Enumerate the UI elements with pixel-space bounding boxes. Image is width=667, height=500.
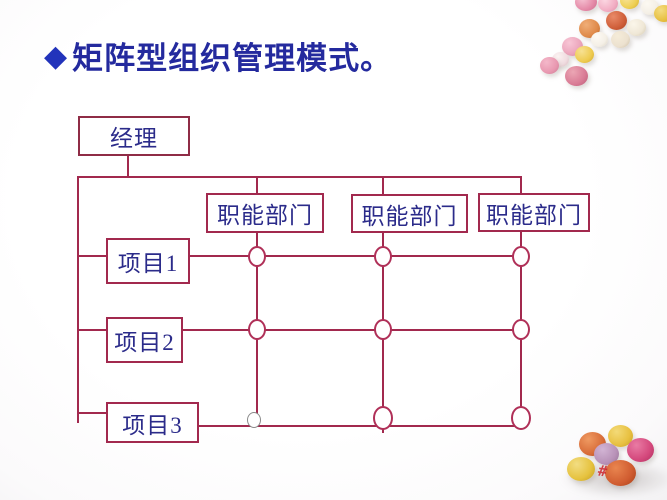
project-label: 项目2: [114, 330, 175, 355]
candy-egg: [608, 425, 633, 447]
candy-egg: [611, 31, 630, 48]
candy-egg: [606, 11, 627, 30]
connector-drop-dept2: [382, 176, 384, 194]
matrix-circle-r3c3: [511, 406, 531, 430]
connector-row-project3: [199, 425, 524, 427]
connector-row-project1: [190, 255, 522, 257]
dept-label: 职能部门: [361, 203, 458, 229]
candy-egg: [654, 5, 667, 22]
project-box-2: 项目2: [106, 317, 183, 363]
connector-stub-project3: [78, 412, 107, 414]
connector-drop-dept1: [256, 176, 258, 194]
dept-label: 职能部门: [217, 203, 313, 228]
candy-egg: [575, 46, 594, 63]
candy-egg: [598, 0, 618, 12]
connector-stub-project2: [78, 329, 107, 331]
candy-egg: [620, 0, 639, 9]
dept-label: 职能部门: [486, 202, 582, 228]
connector-manager-drop: [127, 155, 129, 177]
connector-row-project2: [183, 329, 522, 331]
matrix-circle-r2c3: [512, 319, 530, 340]
connector-drop-dept3: [520, 176, 522, 194]
project-box-3: 项目3: [106, 402, 199, 443]
dept-box-1: 职能部门: [206, 193, 324, 233]
manager-box: 经理: [78, 116, 190, 156]
project-label: 项目3: [122, 412, 183, 438]
candy-egg: [594, 443, 619, 465]
project-label: 项目1: [117, 251, 179, 276]
matrix-circle-r3c2: [373, 406, 393, 430]
matrix-circle-r1c1: [248, 246, 266, 267]
connector-stub-project1: [78, 255, 107, 257]
matrix-circle-r3c1: [247, 412, 261, 428]
page-title: ◆ 矩阵型组织管理模式。: [44, 33, 392, 78]
candy-egg: [605, 460, 636, 486]
connector-trunk: [78, 176, 522, 178]
slide-title-text: 矩阵型组织管理模式。: [72, 41, 393, 76]
project-box-1: 项目1: [106, 238, 190, 284]
candy-egg: [627, 438, 654, 462]
candy-egg: [567, 457, 595, 481]
matrix-circle-r1c2: [374, 246, 392, 267]
diamond-bullet-icon: ◆: [44, 38, 68, 74]
candy-egg: [575, 0, 597, 11]
candy-egg: [565, 66, 588, 86]
matrix-circle-r2c1: [248, 319, 266, 340]
dept-box-2: 职能部门: [351, 194, 468, 233]
matrix-circle-r2c2: [374, 319, 392, 340]
candy-egg: [591, 32, 608, 47]
candy-egg: [540, 57, 559, 74]
dept-box-3: 职能部门: [478, 193, 590, 232]
matrix-circle-r1c3: [512, 246, 530, 267]
candy-egg: [627, 19, 646, 36]
connector-left-rail: [77, 176, 79, 423]
manager-label: 经理: [110, 126, 158, 151]
